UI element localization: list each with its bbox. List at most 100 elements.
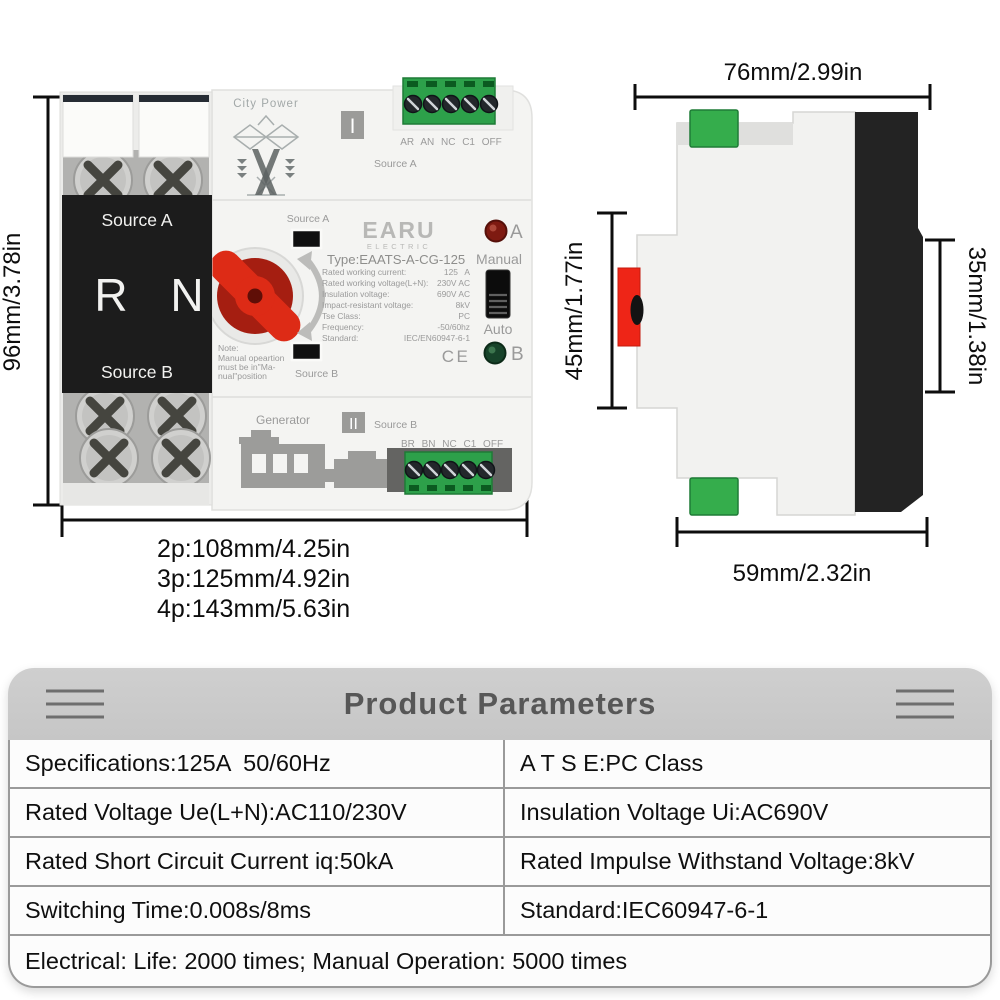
side-right-dimension-label: 35mm/1.38in bbox=[963, 247, 990, 386]
ats-side-body bbox=[617, 109, 923, 516]
rotation-arrow-icon bbox=[297, 251, 325, 341]
svg-text:8kV: 8kV bbox=[456, 300, 471, 310]
top-terminal-labels: AR AN NC C1 OFF bbox=[400, 137, 502, 148]
note-text: Note: Manual opeartion must be in"Ma- nu… bbox=[218, 343, 285, 381]
side-rear-black-section bbox=[855, 112, 923, 512]
source-b-indicator-window bbox=[290, 341, 323, 362]
menu-lines-icon-left bbox=[46, 689, 104, 719]
panel-source-b-label: Source B bbox=[101, 362, 173, 382]
param-standard: Standard:IEC60947-6-1 bbox=[520, 897, 769, 923]
parameters-header: Product Parameters bbox=[8, 668, 992, 740]
city-power-label: City Power bbox=[233, 98, 299, 110]
bottom-terminal-labels: BR BN NC C1 OFF bbox=[401, 439, 503, 450]
svg-text:PC: PC bbox=[458, 311, 470, 321]
roman-one-badge bbox=[341, 111, 364, 139]
din-clip-top bbox=[689, 109, 739, 148]
svg-text:230V AC: 230V AC bbox=[437, 278, 470, 288]
panel-source-a-label: Source A bbox=[101, 210, 172, 230]
menu-lines-icon-right bbox=[896, 689, 954, 719]
front-width-4p-label: 4p:143mm/5.63in bbox=[157, 595, 350, 623]
power-tower-icon bbox=[232, 114, 300, 196]
front-height-dimension-label: 96mm/3.78in bbox=[0, 233, 26, 372]
led-b-label: B bbox=[511, 344, 524, 365]
svg-text:Manual opeartion: Manual opeartion bbox=[218, 353, 285, 363]
spec-lines: Rated working current: 125 A Rated workin… bbox=[322, 267, 470, 343]
brand-logo: EARU bbox=[362, 217, 435, 243]
param-short-circuit-current: Rated Short Circuit Current iq:50kA bbox=[10, 838, 505, 885]
param-atse-class: A T S E:PC Class bbox=[520, 750, 704, 776]
front-width-2p-label: 2p:108mm/4.25in bbox=[157, 535, 350, 563]
svg-text:-50/60hz: -50/60hz bbox=[437, 322, 470, 332]
breaker-pole-assembly: Source A R N Source B bbox=[59, 91, 212, 506]
table-row: Rated Short Circuit Current iq:50kA Rate… bbox=[10, 838, 990, 887]
param-specifications: Specifications:125A 50/60Hz bbox=[10, 740, 505, 787]
generator-icon bbox=[239, 430, 388, 488]
roman-two-badge-label: II bbox=[349, 416, 358, 433]
parameters-title: Product Parameters bbox=[343, 686, 657, 721]
panel-n-label: N bbox=[170, 269, 203, 321]
side-left-dimension-label: 45mm/1.77in bbox=[561, 242, 588, 381]
manual-auto-slider[interactable] bbox=[485, 269, 511, 319]
param-insulation-voltage: Insulation Voltage Ui:AC690V bbox=[520, 799, 829, 825]
front-height-dimension bbox=[33, 95, 63, 507]
pole-cap-right bbox=[138, 94, 210, 158]
svg-text:Tse Class:: Tse Class: bbox=[322, 311, 361, 321]
transfer-knob[interactable] bbox=[203, 244, 306, 347]
roman-one-badge-label: I bbox=[350, 115, 356, 138]
product-parameters-card: Product Parameters Specifications:125A 5… bbox=[8, 668, 992, 988]
side-width-dimension-label: 76mm/2.99in bbox=[724, 59, 863, 86]
source-a-top-label: Source A bbox=[374, 158, 417, 170]
terminal-label-panel bbox=[62, 195, 212, 393]
table-row: Switching Time:0.008s/8ms Standard:IEC60… bbox=[10, 887, 990, 936]
svg-text:must be in"Ma-: must be in"Ma- bbox=[218, 362, 276, 372]
side-view-drawing: 76mm/2.99in 45mm/1.77in 35mm/1.38in 59mm… bbox=[561, 59, 990, 587]
brand-sub-label: ELECTRIC bbox=[367, 242, 431, 251]
svg-text:Rated working voltage(L+N):: Rated working voltage(L+N): bbox=[322, 278, 428, 288]
svg-text:Rated working current:: Rated working current: bbox=[322, 267, 406, 277]
svg-text:Impact-resistant voltage:: Impact-resistant voltage: bbox=[322, 300, 413, 310]
param-electrical-life: Electrical: Life: 2000 times; Manual Ope… bbox=[25, 947, 628, 974]
svg-text:Frequency:: Frequency: bbox=[322, 322, 364, 332]
source-b-low-label: Source B bbox=[374, 419, 417, 431]
led-b-indicator bbox=[483, 341, 507, 365]
svg-text:690V AC: 690V AC bbox=[437, 289, 470, 299]
bottom-terminal-block bbox=[387, 448, 512, 495]
panel-r-label: R bbox=[94, 269, 127, 321]
ats-front-body: AR AN NC C1 OFF Source A City Power I bbox=[203, 77, 533, 511]
source-b-mid-label: Source B bbox=[295, 368, 338, 380]
led-a-indicator bbox=[484, 219, 508, 243]
front-width-dimension bbox=[60, 500, 529, 537]
parameters-table: Specifications:125A 50/60Hz A T S E:PC C… bbox=[8, 740, 992, 988]
table-row: Specifications:125A 50/60Hz A T S E:PC C… bbox=[10, 740, 990, 789]
svg-text:IEC/EN60947-6-1: IEC/EN60947-6-1 bbox=[404, 333, 470, 343]
top-terminal-block bbox=[392, 77, 514, 131]
din-clip-bottom bbox=[689, 477, 739, 516]
side-bottom-dimension-label: 59mm/2.32in bbox=[733, 560, 872, 587]
svg-text:Note:: Note: bbox=[218, 343, 239, 353]
pole-cap-left bbox=[62, 94, 134, 158]
svg-text:nual"position: nual"position bbox=[218, 371, 267, 381]
roman-two-badge bbox=[342, 412, 365, 433]
param-switching-time: Switching Time:0.008s/8ms bbox=[10, 887, 505, 934]
side-right-dimension bbox=[925, 238, 955, 394]
side-left-dimension bbox=[597, 211, 627, 410]
generator-label: Generator bbox=[256, 413, 310, 427]
front-view-drawing: 96mm/3.78in 2p:108mm/4.25in 3p:125mm/4.9… bbox=[0, 77, 533, 623]
type-line: Type:EAATS-A-CG-125 bbox=[327, 252, 465, 267]
ce-mark: CE bbox=[442, 347, 471, 366]
svg-text:Insulation voltage:: Insulation voltage: bbox=[322, 289, 390, 299]
param-impulse-voltage: Rated Impulse Withstand Voltage:8kV bbox=[520, 848, 915, 874]
table-row: Rated Voltage Ue(L+N):AC110/230V Insulat… bbox=[10, 789, 990, 838]
param-rated-voltage: Rated Voltage Ue(L+N):AC110/230V bbox=[10, 789, 505, 836]
svg-text:125 A: 125 A bbox=[444, 267, 470, 277]
source-a-indicator-window bbox=[290, 228, 323, 250]
front-width-3p-label: 3p:125mm/4.92in bbox=[157, 565, 350, 593]
auto-label: Auto bbox=[484, 321, 513, 337]
manual-label: Manual bbox=[476, 251, 522, 267]
svg-text:Standard:: Standard: bbox=[322, 333, 358, 343]
led-a-label: A bbox=[510, 222, 523, 243]
side-knob-profile bbox=[617, 267, 644, 347]
source-a-mid-label: Source A bbox=[287, 213, 330, 225]
side-width-dimension bbox=[633, 84, 932, 110]
